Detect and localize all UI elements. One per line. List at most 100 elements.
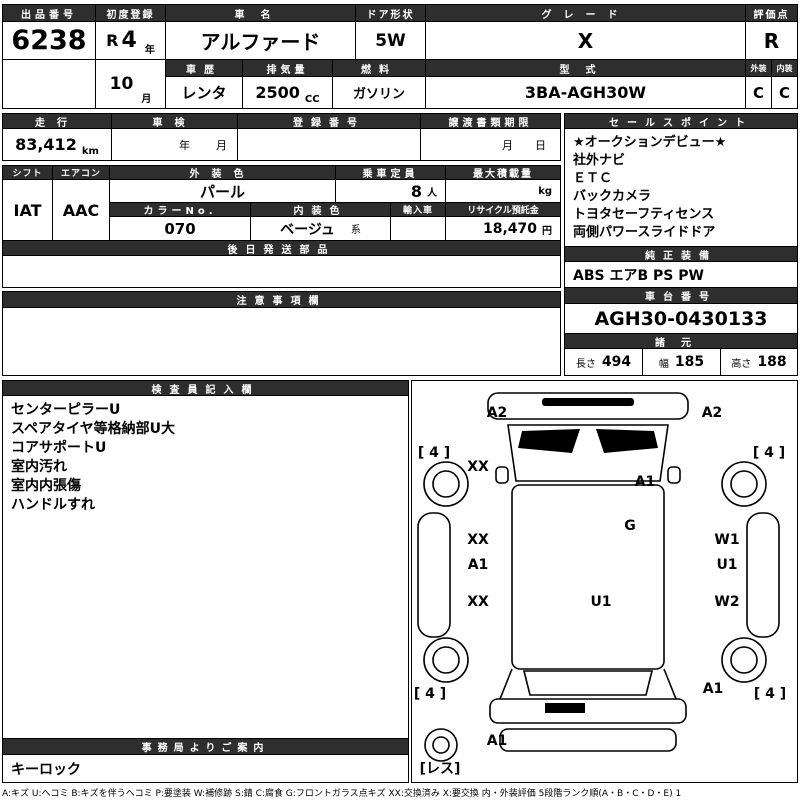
left-side-panel: [417, 512, 451, 638]
rear-left-wheel: [423, 637, 469, 683]
color-number-header: カラーNo.: [109, 202, 251, 217]
fuel-value: ガソリン: [332, 76, 426, 109]
tread-depth-mark: [ 4 ]: [754, 686, 786, 702]
height-label: 高さ: [731, 358, 752, 370]
car-history-header: 車歴: [165, 59, 243, 77]
damage-mark: A1: [635, 474, 656, 490]
rear-panel: [489, 698, 687, 724]
spare-mark: [レス]: [420, 761, 461, 777]
rear-handle: [545, 703, 585, 713]
lot-empty-cell: [2, 59, 96, 109]
dimension-length: 長さ 494: [564, 348, 643, 376]
windshield-glass-left: [518, 429, 580, 453]
payload-value: kg: [445, 179, 561, 203]
aircon-header: エアコン: [52, 165, 110, 180]
inspector-line: センターピラーU: [11, 402, 121, 418]
deadline-month-unit: 月: [502, 138, 513, 152]
inspector-line: ハンドルすれ: [11, 497, 95, 513]
interior-color-name: ベージュ: [280, 221, 335, 238]
width-label: 幅: [658, 358, 669, 370]
left-mirror: [495, 466, 509, 484]
lot-number-value: 6238: [2, 21, 96, 60]
displacement-header: 排気量: [242, 59, 333, 77]
inspector-line: スペアタイヤ等格納部U大: [11, 421, 175, 437]
year-unit: 年: [144, 45, 155, 56]
capacity-number: 8: [410, 181, 422, 201]
transfer-deadline-value: 月 日: [420, 128, 561, 161]
interior-color-header: 内装色: [250, 202, 391, 217]
spare-tire: [424, 728, 458, 762]
windshield-glass-right: [596, 429, 658, 453]
car-name-header: 車名: [165, 4, 356, 22]
sales-point: バックカメラ: [573, 189, 652, 204]
interior-color-suffix: 系: [350, 225, 361, 236]
damage-mark: A2: [702, 405, 723, 421]
interior-color-value: ベージュ 系: [250, 216, 391, 241]
import-car-value: [390, 216, 446, 241]
shaken-year-unit: 年: [179, 138, 190, 152]
rear-window: [522, 670, 654, 696]
month-unit: 月: [141, 94, 152, 105]
dimensions-header: 諸元: [564, 333, 798, 349]
capacity-header: 乗車定員: [335, 165, 446, 180]
front-right-rim: [730, 470, 758, 498]
damage-mark: XX: [467, 532, 489, 548]
mileage-number: 83,412: [15, 135, 77, 154]
first-registration-month: 10 月: [95, 59, 166, 109]
door-shape-header: ドア形状: [355, 4, 426, 22]
shift-value: IAT: [2, 179, 53, 241]
right-mirror: [667, 466, 681, 484]
recycle-number: 18,470: [482, 220, 537, 237]
length-value: 494: [601, 354, 632, 370]
first-registration-header: 初度登録: [95, 4, 166, 22]
rear-taper-right: [663, 668, 677, 700]
interior-score-header: 内装: [771, 59, 798, 77]
import-car-header: 輸入車: [390, 202, 446, 217]
inspector-line: 室内汚れ: [11, 459, 67, 475]
front-left-rim: [432, 470, 460, 498]
grade-header: グレード: [425, 4, 746, 22]
sales-points-header: セールスポイント: [564, 113, 798, 129]
recycle-unit: 円: [542, 226, 552, 237]
damage-diagram: A2 A2 [ 4 ] [ 4 ] XX A1 G XX W1 A1 U1 XX…: [411, 380, 798, 783]
inspector-notes: センターピラーU スペアタイヤ等格納部U大 コアサポートU 室内汚れ 室内内張傷…: [2, 395, 409, 739]
rear-right-wheel: [721, 637, 767, 683]
sales-point: ＥＴＣ: [573, 171, 613, 186]
later-parts-header: 後日発送部品: [2, 240, 561, 256]
tread-depth-mark: [ 4 ]: [414, 686, 446, 702]
recycle-deposit-header: リサイクル預託金: [445, 202, 561, 217]
fuel-header: 燃料: [332, 59, 426, 77]
displacement-number: 2500: [255, 83, 300, 102]
reg-year: 4: [121, 28, 137, 53]
notes-header: 注意事項欄: [2, 291, 561, 308]
tread-depth-mark: [ 4 ]: [753, 445, 785, 461]
front-grille: [542, 398, 634, 406]
shaken-value: 年 月: [111, 128, 238, 161]
damage-mark: XX: [467, 459, 489, 475]
sales-point: 社外ナビ: [573, 153, 626, 168]
registration-number-header: 登録番号: [237, 113, 421, 129]
chassis-number-header: 車台番号: [564, 287, 798, 304]
lot-number-header: 出品番号: [2, 4, 96, 22]
tread-depth-mark: [ 4 ]: [418, 445, 450, 461]
damage-mark: XX: [467, 594, 489, 610]
sales-point: 両側パワースライドドア: [573, 225, 716, 240]
interior-score-value: C: [771, 76, 798, 109]
reg-month: 10: [109, 74, 134, 94]
shaken-month-unit: 月: [216, 138, 227, 152]
dimension-width: 幅 185: [642, 348, 721, 376]
registration-number-value: [237, 128, 421, 161]
inspector-header: 検査員記入欄: [2, 380, 409, 396]
dimension-height: 高さ 188: [720, 348, 798, 376]
inspector-line: 室内内張傷: [11, 478, 81, 494]
mileage-value: 83,412 km: [2, 128, 112, 161]
chassis-number-value: AGH30-0430133: [564, 303, 798, 334]
damage-mark: W1: [714, 532, 739, 548]
exterior-color-value: パール: [109, 179, 336, 203]
notes-value: [2, 307, 561, 376]
deadline-day-unit: 日: [535, 138, 546, 152]
first-registration-year: R 4 年: [95, 21, 166, 60]
rear-bumper: [499, 728, 677, 752]
rear-right-rim: [730, 646, 758, 674]
sales-point: トヨタセーフティセンス: [573, 207, 715, 222]
